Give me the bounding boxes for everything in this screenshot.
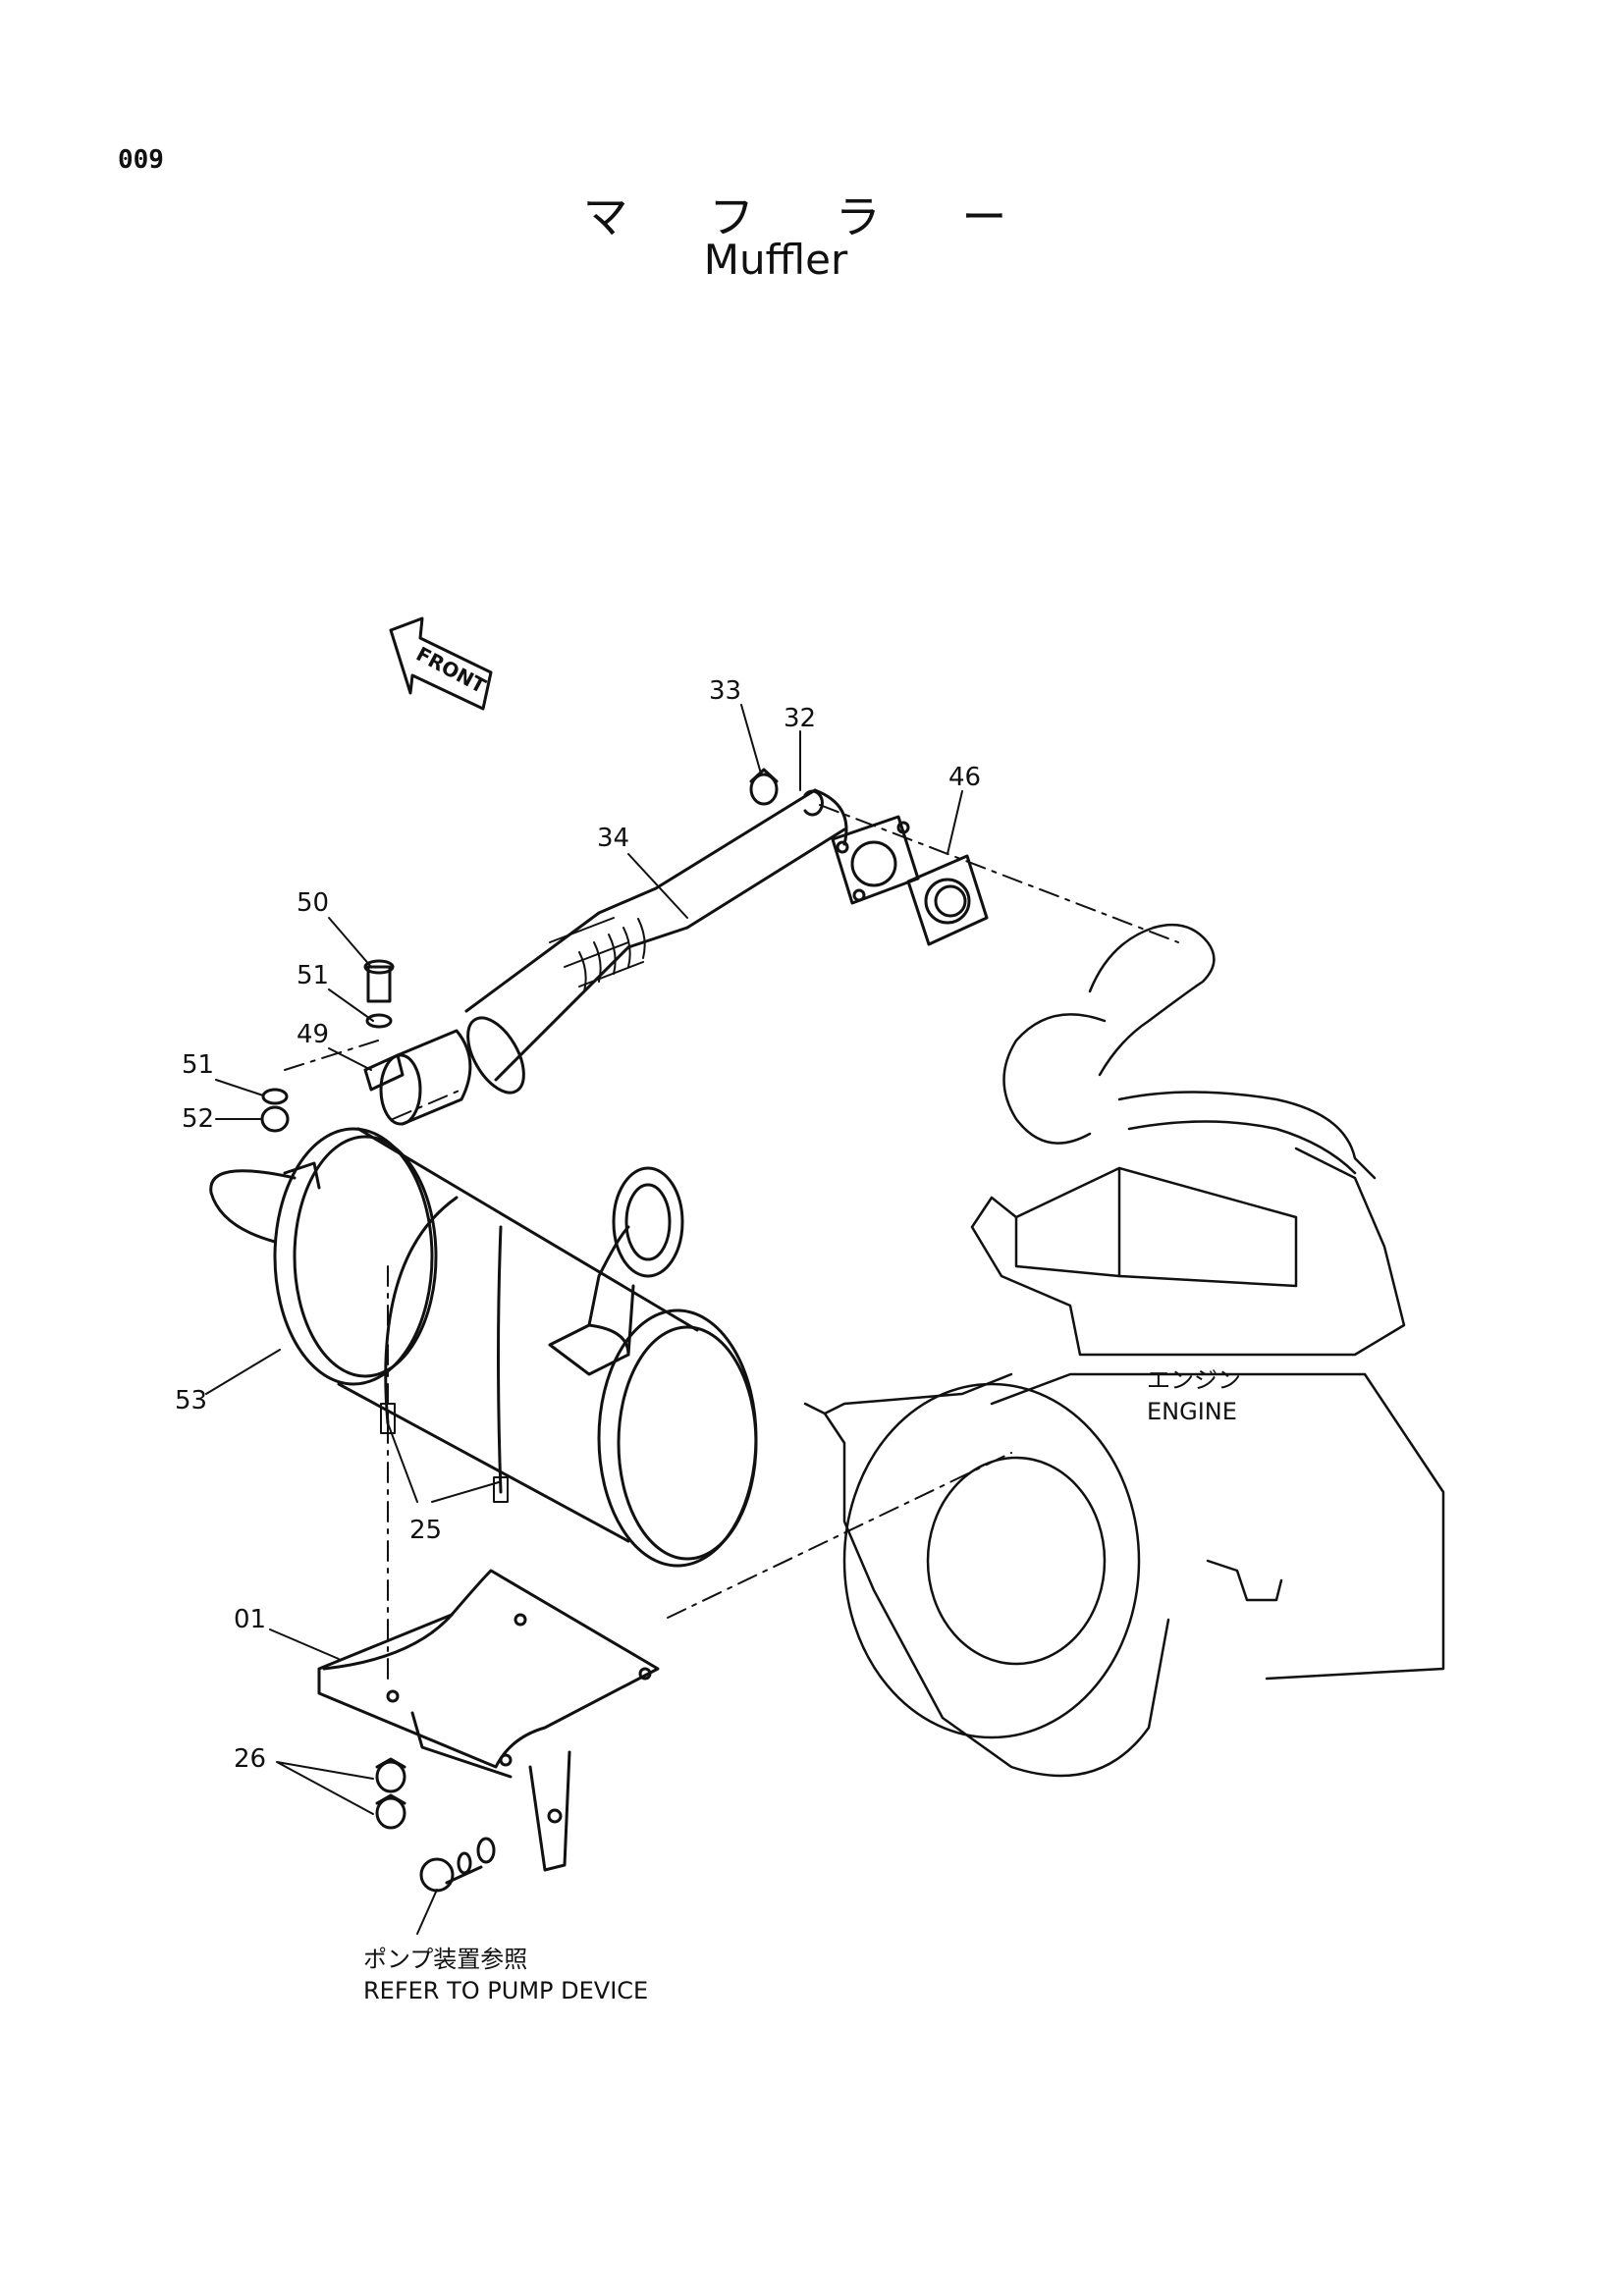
title-english: Muffler <box>703 236 848 284</box>
pump-note-en: REFER TO PUMP DEVICE <box>363 1977 649 2004</box>
callout-50: 50 <box>297 888 329 918</box>
alignment-lines <box>284 804 1179 1680</box>
engine-note: エンジン ENGINE <box>1147 1364 1241 1427</box>
pump-note-jp: ポンプ装置参照 <box>363 1946 528 1973</box>
engine-note-en: ENGINE <box>1147 1398 1237 1425</box>
gasket <box>906 854 989 946</box>
callout-49: 49 <box>297 1020 329 1049</box>
nut-and-washer <box>749 768 824 817</box>
callout-52: 52 <box>182 1104 214 1134</box>
bracket <box>317 1569 660 1872</box>
title-japanese: マ フ ラ ー <box>582 190 1041 243</box>
pump-note: ポンプ装置参照 REFER TO PUMP DEVICE <box>363 1944 648 2006</box>
muffler-body <box>209 1127 758 1568</box>
callout-33: 33 <box>709 676 741 706</box>
callout-51a: 51 <box>297 961 329 990</box>
callout-01: 01 <box>234 1605 266 1634</box>
front-arrow: FRONT <box>389 616 493 711</box>
callout-46: 46 <box>948 763 981 792</box>
clamp-assembly <box>260 959 472 1133</box>
front-arrow-label: FRONT <box>412 642 490 698</box>
callouts: 33 32 46 34 50 51 49 51 52 53 25 01 26 <box>175 676 981 1935</box>
callout-34: 34 <box>597 824 629 853</box>
callout-51b: 51 <box>182 1050 214 1080</box>
exhaust-pipe <box>464 788 920 1095</box>
callout-53: 53 <box>175 1386 207 1415</box>
engine-outline <box>803 923 1445 1778</box>
page-code: 009 <box>118 145 164 175</box>
callout-26: 26 <box>234 1744 266 1774</box>
callout-32: 32 <box>784 704 816 733</box>
nuts <box>375 1757 496 1893</box>
engine-note-jp: エンジン <box>1147 1366 1241 1394</box>
callout-25: 25 <box>409 1516 442 1545</box>
